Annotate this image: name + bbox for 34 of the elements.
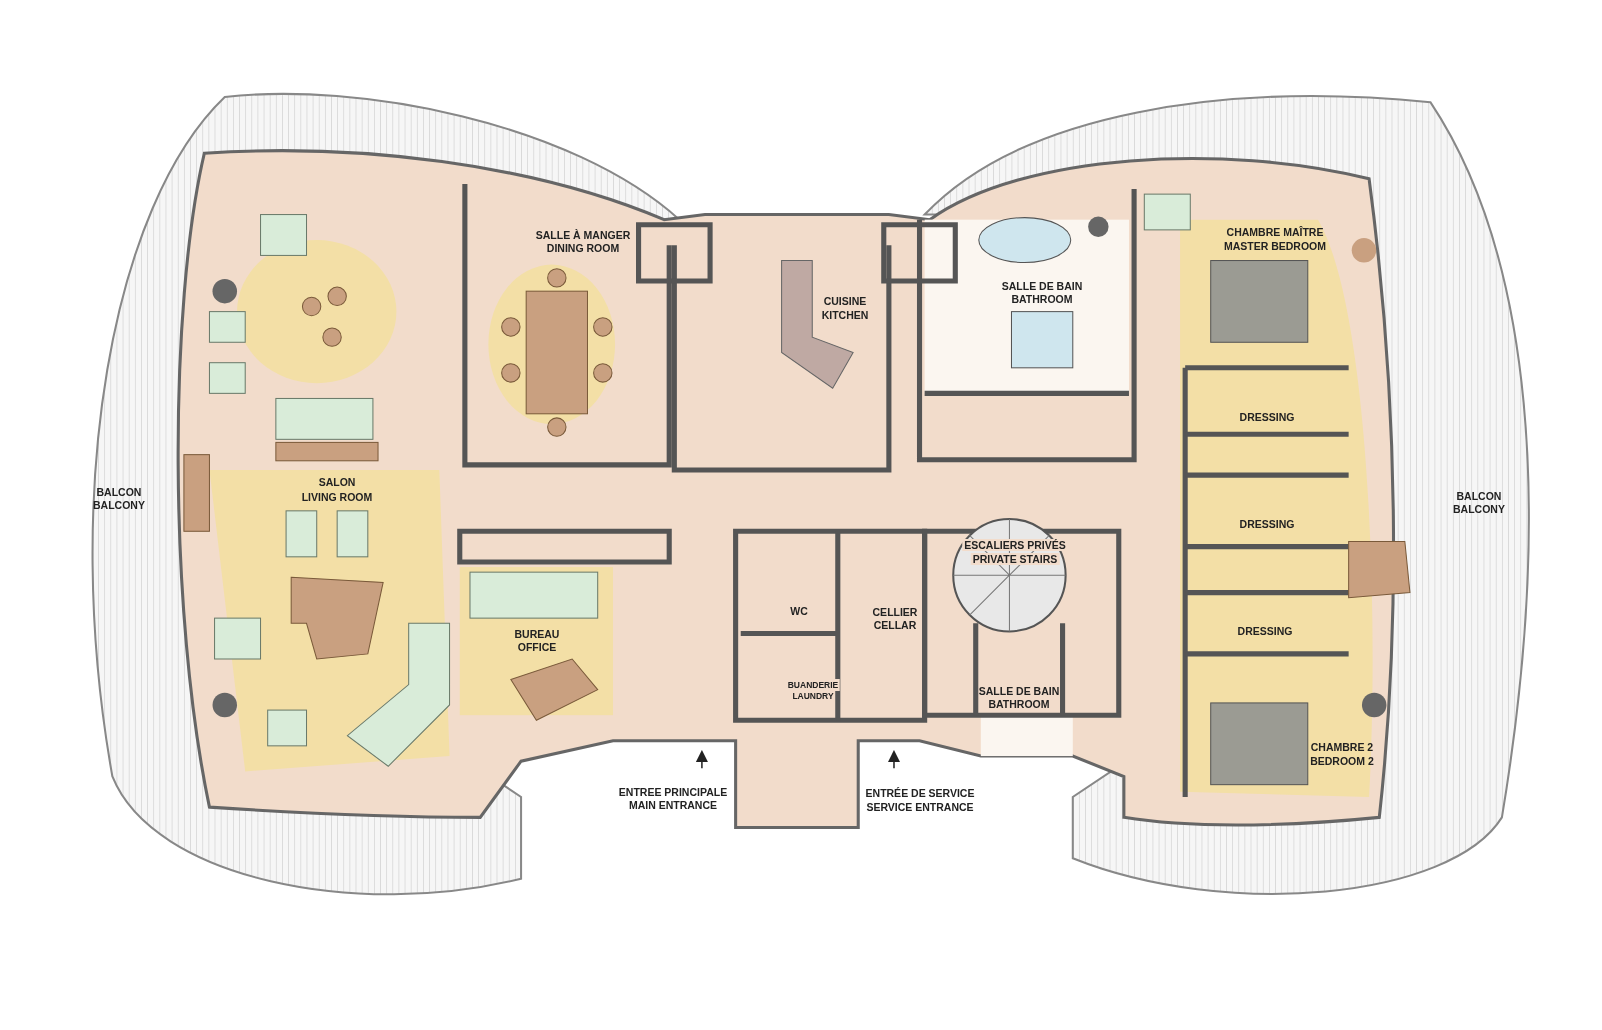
room-label: SALLE À MANGER [535, 229, 631, 241]
room-label: DRESSING [1239, 518, 1295, 530]
room-label: LAUNDRY [791, 690, 835, 702]
room-label: BEDROOM 2 [1310, 755, 1374, 767]
room-label: LIVING ROOM [301, 491, 373, 503]
room-label: MASTER BEDROOM [1223, 240, 1327, 252]
room-label: SALLE DE BAIN [978, 685, 1060, 697]
room-label: ESCALIERS PRIVÉS [962, 539, 1068, 551]
room-label: BUREAU [514, 628, 560, 640]
room-label: SALLE DE BAIN [1001, 280, 1083, 292]
balcony-label: BALCONY [93, 499, 145, 511]
entrance-label: ENTRÉE DE SERVICE [865, 787, 975, 799]
room-label: SALON [318, 476, 356, 488]
room-label: DRESSING [1239, 411, 1295, 423]
room-label: PRIVATE STAIRS [970, 553, 1060, 565]
room-label: BATHROOM [1011, 293, 1073, 305]
entrance-label: ENTREE PRINCIPALE [618, 786, 728, 798]
room-label: CHAMBRE MAÎTRE [1226, 226, 1324, 238]
room-label: CHAMBRE 2 [1310, 741, 1374, 753]
room-label: BUANDERIE [786, 679, 840, 691]
room-label: DRESSING [1237, 625, 1293, 637]
room-label: KITCHEN [821, 309, 869, 321]
balcony-label: BALCONY [1453, 503, 1505, 515]
room-label: WC [790, 605, 808, 617]
room-label: CELLIER [872, 606, 918, 618]
balcony-label: BALCON [96, 486, 142, 498]
entrance-label: SERVICE ENTRANCE [866, 801, 974, 813]
room-label: CUISINE [823, 295, 867, 307]
room-label: CELLAR [873, 619, 917, 631]
room-label: OFFICE [517, 641, 557, 653]
room-label: DINING ROOM [546, 242, 620, 254]
entrance-label: MAIN ENTRANCE [628, 799, 718, 811]
balcony-label: BALCON [1456, 490, 1502, 502]
room-label: BATHROOM [988, 698, 1050, 710]
